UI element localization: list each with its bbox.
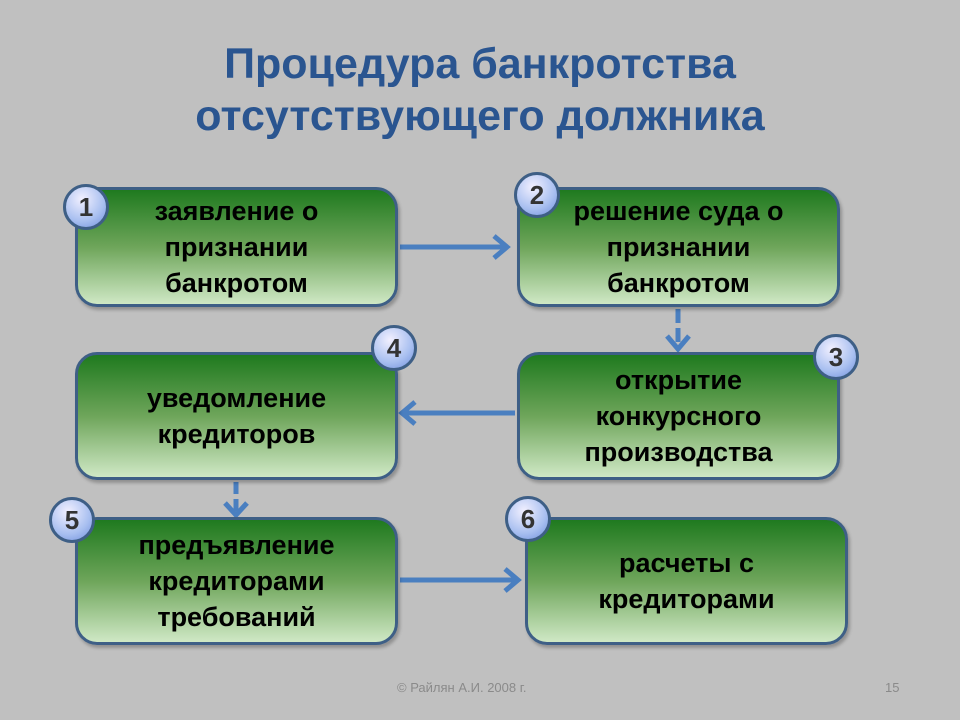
step-3-box: открытие конкурсного производства	[517, 352, 840, 480]
step-3-badge: 3	[813, 334, 859, 380]
step-5-badge: 5	[49, 497, 95, 543]
step-6-box: расчеты с кредиторами	[525, 517, 848, 645]
step-1-text: заявление о признании банкротом	[154, 196, 319, 298]
step-2-badge: 2	[514, 172, 560, 218]
footer-copyright: © Райлян А.И. 2008 г.	[397, 680, 527, 695]
arrow-3-to-4	[398, 400, 515, 426]
step-2-text: решение суда о признании банкротом	[573, 196, 784, 298]
step-6-badge: 6	[505, 496, 551, 542]
step-4-badge: 4	[371, 325, 417, 371]
step-4-box: уведомление кредиторов	[75, 352, 398, 480]
arrow-4-to-5-head	[223, 501, 249, 519]
arrow-2-to-3-head	[665, 334, 691, 353]
step-4-text: уведомление кредиторов	[146, 383, 327, 449]
title-line-2: отсутствующего должника	[195, 92, 765, 140]
step-5-box: предъявление кредиторами требований	[75, 517, 398, 645]
step-1-badge: 1	[63, 184, 109, 230]
step-1-box: заявление о признании банкротом	[75, 187, 398, 307]
title-line-1: Процедура банкротства	[224, 40, 736, 88]
step-3-text: открытие конкурсного производства	[584, 365, 773, 467]
step-6-text: расчеты с кредиторами	[598, 548, 775, 614]
slide-title: Процедура банкротства отсутствующего дол…	[0, 38, 960, 142]
step-5-text: предъявление кредиторами требований	[138, 530, 335, 632]
step-2-box: решение суда о признании банкротом	[517, 187, 840, 307]
page-number: 15	[885, 680, 900, 695]
arrow-5-to-6	[400, 567, 522, 593]
arrow-1-to-2	[400, 234, 511, 260]
